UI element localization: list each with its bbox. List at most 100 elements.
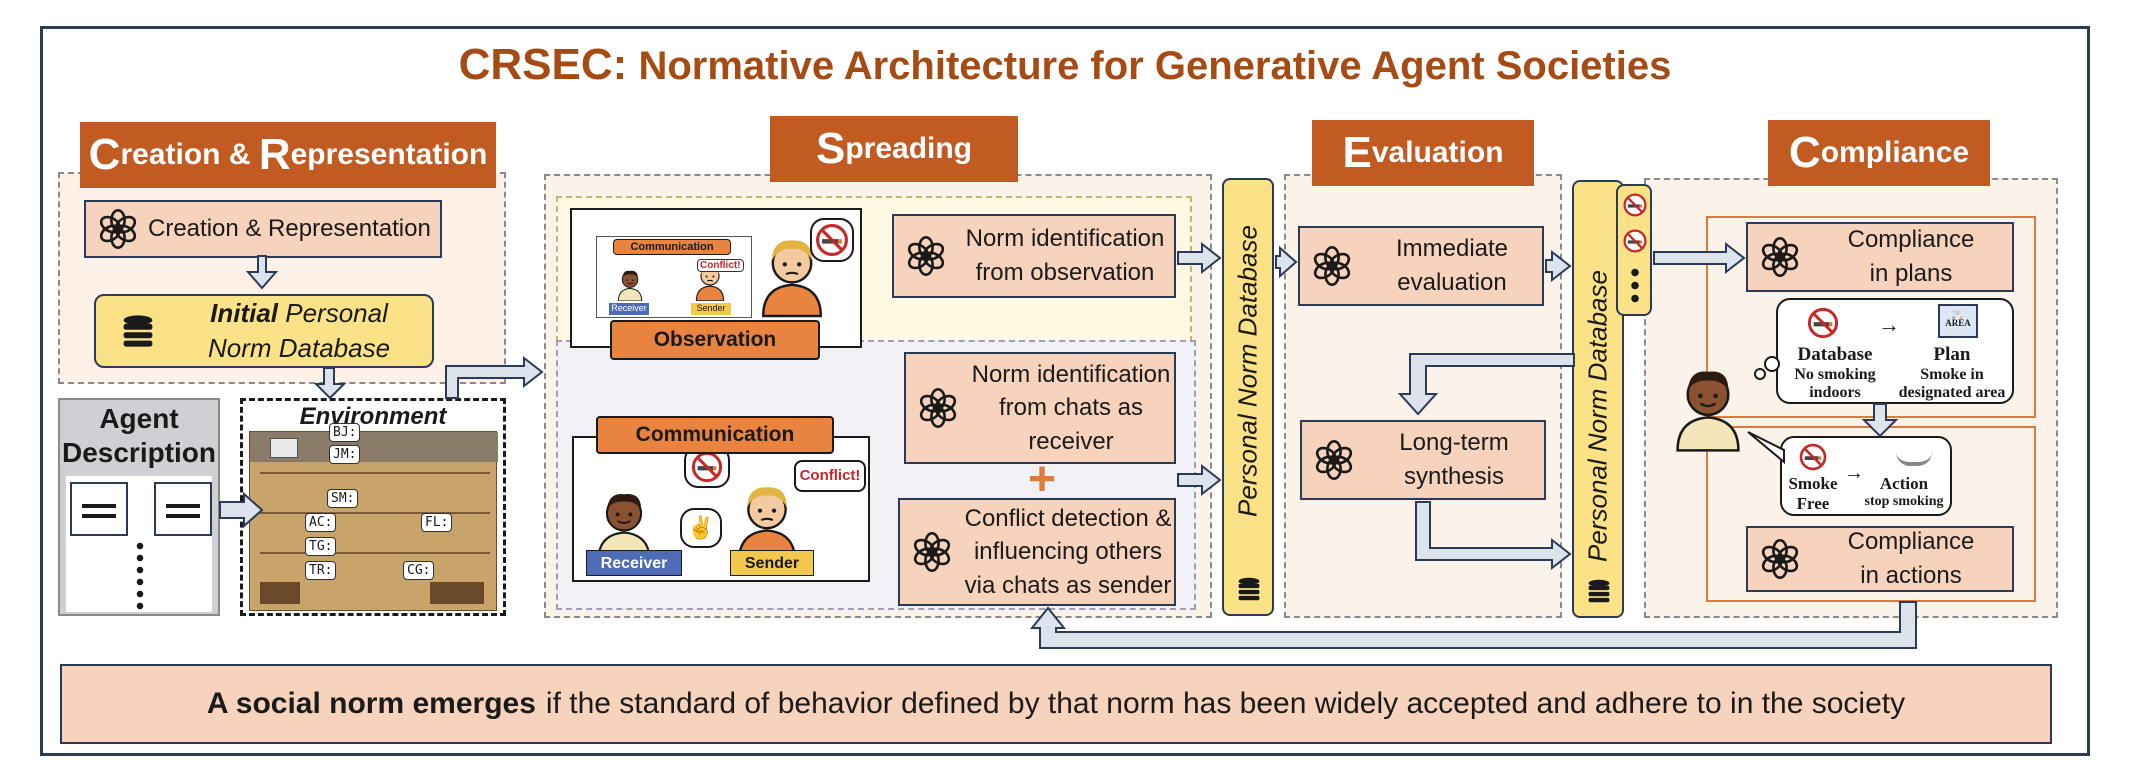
thought-dot (1754, 368, 1766, 380)
ellipsis-icon (1631, 266, 1639, 306)
thought-dot (1764, 356, 1780, 372)
stage-spreading-word: preading (845, 132, 973, 165)
mini-communication-tag: Communication (613, 239, 731, 255)
ashtray-icon (1896, 444, 1932, 466)
bottom-statement: A social norm emerges if the standard of… (60, 664, 2052, 744)
personal-norm-database-1: Personal Norm Database (1222, 178, 1274, 616)
env-tag: AC: (305, 513, 337, 532)
receiver-identification-module: Norm identification from chats as receiv… (904, 352, 1176, 464)
arrow-immediate-to-db (1545, 249, 1572, 283)
initial-norm-database: Initial Personal Norm Database (94, 294, 434, 368)
agent-description-line1: Agent (99, 403, 179, 434)
mini-conflict: Conflict! (697, 259, 744, 272)
plans-line1: Compliance (1847, 226, 1975, 254)
agent-description: Agent Description (58, 398, 220, 616)
plan-detail1: Smoke in (1920, 365, 1984, 383)
arrow-actions-to-spreading (1029, 601, 1917, 649)
stage-compliance-initial: C (1788, 128, 1821, 177)
sender-conflict-module: Conflict detection & influencing others … (898, 498, 1176, 606)
environment-map (249, 431, 498, 611)
compliance-actions-module: Compliance in actions (1746, 526, 2014, 592)
agent-description-line2: Description (61, 437, 217, 469)
arrow-icon: → (1844, 462, 1864, 484)
arrow-db-to-environment (313, 367, 347, 400)
communication-tag: Communication (596, 416, 834, 454)
creation-module-label: Creation & Representation (148, 215, 431, 243)
arrow-creation-to-db (245, 255, 279, 290)
bottom-bold: A social norm emerges (206, 687, 536, 720)
area-sign: AREA (1945, 318, 1971, 328)
plan-db-detail1: No smoking (1794, 365, 1876, 383)
longterm-line1: Long-term (1399, 429, 1509, 457)
env-tag: JM: (329, 445, 361, 464)
plan-title: Plan (1933, 344, 1971, 365)
mini-receiver: Receiver (609, 303, 649, 315)
arrow-obs-to-db (1177, 241, 1222, 275)
longterm-line2: synthesis (1403, 463, 1505, 490)
stage-evaluation-initial: E (1342, 128, 1372, 177)
stage-compliance-word: ompliance (1820, 136, 1970, 169)
immediate-line2: evaluation (1397, 269, 1507, 296)
sender-module-line2: influencing others (973, 538, 1163, 566)
title-acronym: CRSEC: (458, 40, 628, 89)
diagram-title: CRSEC: Normative Architecture for Genera… (0, 40, 2130, 90)
stage-creation-initial2: R (258, 130, 291, 179)
conflict-bubble: Conflict! (794, 460, 866, 492)
mini-sender: Sender (691, 303, 731, 315)
communication-panel: ✌ Conflict! Receiver Sender (572, 436, 870, 582)
arrow-db-to-plans (1653, 241, 1746, 275)
plan-db-text: Database No smoking indoors (1782, 344, 1888, 403)
ok-hand-icon: ✌ (680, 508, 722, 548)
speech-tail (1747, 431, 1785, 465)
plan-detail2: designated area (1898, 384, 2006, 402)
smoke-free-line2: Free (1796, 493, 1830, 513)
arrow-description-to-environment (219, 491, 264, 529)
plans-frame (1706, 216, 2036, 418)
env-tag: TR: (305, 561, 337, 580)
obs-module-line1: Norm identification (965, 225, 1165, 253)
plan-text: Plan Smoke in designated area (1890, 344, 2014, 403)
env-tag: BJ: (329, 423, 361, 442)
sender-module-line3: via chats as sender (964, 571, 1172, 599)
stage-creation-amp: & (220, 138, 259, 171)
smoke-free-line1: Smoke (1788, 474, 1838, 493)
doc-icon (70, 482, 128, 536)
actions-line1: Compliance (1847, 528, 1975, 556)
actions-line2: in actions (1860, 562, 1962, 589)
plus-icon: + (1027, 453, 1057, 506)
compliance-plans-module: Compliance in plans (1746, 222, 2014, 292)
receiver-module-line1: Norm identification (971, 360, 1171, 388)
action-bubble: → Smoke Free Action stop smoking (1780, 436, 1952, 516)
plan-db-detail2: indoors (1809, 384, 1861, 402)
immediate-evaluation-module: Immediate evaluation (1298, 226, 1544, 306)
thought-bubble (810, 218, 854, 262)
receiver-module-line2: from chats as (998, 394, 1144, 422)
stage-creation-word1: reation (120, 138, 221, 171)
initial-db-bold: Initial (210, 297, 279, 328)
environment-label: Environment (299, 403, 447, 430)
stage-creation-word2: epresentation (290, 138, 488, 171)
obs-module-line2: from observation (975, 259, 1155, 286)
arrow-db-to-longterm (1397, 353, 1575, 416)
longterm-synthesis-module: Long-term synthesis (1300, 420, 1546, 500)
environment-panel: Environment BJ: JM: SM: AC: FL: TG: TR: … (240, 398, 506, 616)
initial-db-rest: Personal (278, 297, 388, 328)
doc-icon (154, 482, 212, 536)
mini-scene: Communication Conflict! Receiver Sender (596, 236, 752, 318)
arrow-db-to-immediate (1275, 245, 1298, 279)
smoking-area-sign-icon: 🚬 AREA (1938, 304, 1978, 338)
env-tag: FL: (421, 513, 453, 532)
env-tag: CG: (403, 561, 435, 580)
norm-entries-strip (1616, 184, 1652, 316)
arrow-comm-to-db (1177, 463, 1222, 497)
plan-bubble: → 🚬 AREA Database No smoking indoors Pla… (1776, 298, 2014, 404)
env-tag: TG: (305, 537, 337, 556)
initial-db-line2: Norm Database (207, 333, 391, 363)
personal-norm-database-2: Personal Norm Database (1572, 180, 1624, 618)
env-tag: SM: (327, 489, 359, 508)
